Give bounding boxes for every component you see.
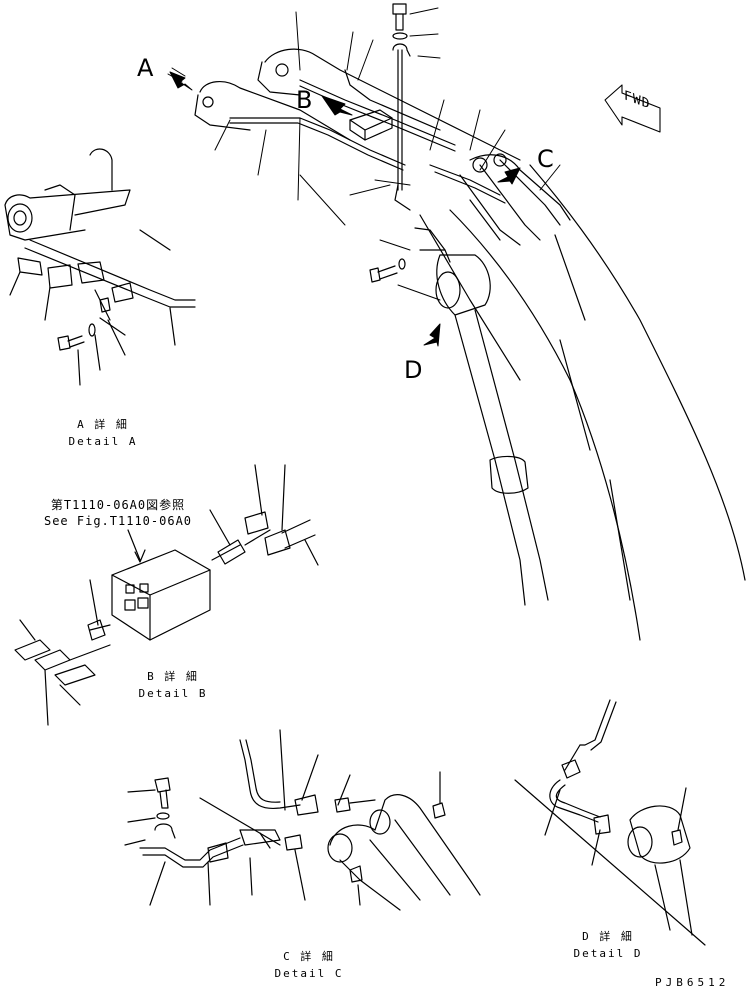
detail-b-drawing (14, 464, 319, 726)
detail-d-caption: D 詳 細 Detail D (563, 928, 653, 962)
detail-d-title-en: Detail D (573, 947, 643, 960)
view-letter-d: D (404, 356, 423, 384)
detail-d-title-jp: D 詳 細 (582, 930, 634, 943)
detail-a-caption: A 詳 細 Detail A (58, 416, 148, 450)
reference-note: 第T1110-06A0図参照 See Fig.T1110-06A0 (18, 497, 218, 529)
arm-valve-block (349, 109, 393, 141)
view-letter-a: A (137, 54, 154, 82)
detail-c-title-jp: C 詳 細 (283, 950, 335, 963)
hose-routes (229, 49, 506, 211)
detail-a-title-en: Detail A (68, 435, 138, 448)
detail-c-caption: C 詳 細 Detail C (264, 948, 354, 982)
arm-body (194, 48, 746, 641)
detail-c-title-en: Detail C (274, 967, 344, 980)
view-arrows (167, 67, 521, 347)
detail-b-title-en: Detail B (138, 687, 208, 700)
reference-note-en: See Fig.T1110-06A0 (43, 514, 193, 528)
detail-b-title-jp: B 詳 細 (147, 670, 199, 683)
detail-c-drawing (124, 729, 481, 911)
detail-a-title-jp: A 詳 細 (77, 418, 129, 431)
fwd-sign (604, 84, 661, 133)
d-bolt (369, 258, 406, 283)
detail-b-caption: B 詳 細 Detail B (128, 668, 218, 702)
detail-a-drawing (4, 148, 196, 386)
cylinder-ends (459, 153, 571, 246)
leader-lines-main (214, 7, 561, 301)
boom-cylinder (414, 227, 549, 606)
detail-d-drawing (514, 699, 706, 946)
reference-note-jp: 第T1110-06A0図参照 (50, 498, 186, 512)
view-letter-c: C (537, 145, 554, 173)
top-fasteners (392, 3, 411, 57)
drawing-code: PJB6512 (655, 976, 730, 989)
view-letter-b: B (296, 86, 313, 114)
